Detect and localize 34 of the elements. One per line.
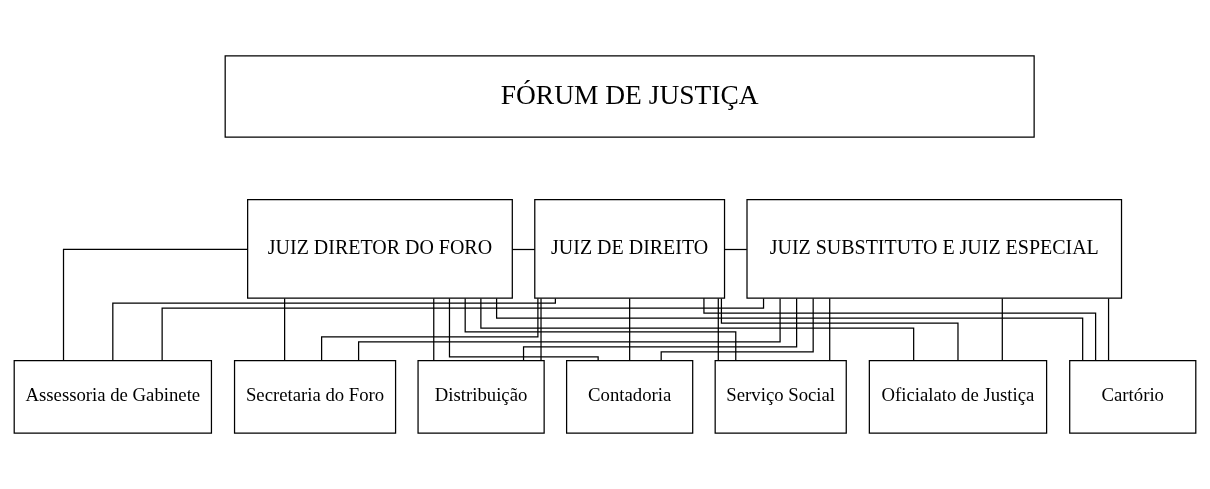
connector: [161, 297, 765, 361]
connector: [480, 298, 915, 362]
connector: [703, 297, 1097, 361]
connector: [511, 248, 536, 251]
connector: [358, 298, 781, 362]
connector: [1107, 297, 1110, 362]
node-box: JUIZ DE DIREITO: [534, 198, 726, 299]
connector: [1001, 297, 1003, 362]
node-box: Serviço Social: [714, 359, 847, 434]
connector: [522, 297, 798, 362]
connector: [540, 297, 542, 362]
node-box: FÓRUM DE JUSTIÇA: [224, 55, 1035, 138]
connector: [433, 297, 435, 362]
connector: [495, 297, 1084, 361]
connector: [829, 297, 831, 362]
connector: [629, 297, 631, 362]
node-box: Oficialato de Justiça: [868, 359, 1048, 434]
connector: [284, 297, 286, 362]
node-box: Cartório: [1069, 359, 1197, 434]
node-box: Contadoria: [566, 359, 694, 434]
node-box: Distribuição: [417, 359, 545, 434]
node-box: JUIZ DIRETOR DO FORO: [247, 198, 513, 299]
node-box: Secretaria do Foro: [233, 359, 397, 434]
connector: [321, 297, 539, 362]
connector: [724, 248, 748, 251]
node-box: Assessoria de Gabinete: [13, 359, 213, 434]
connector: [720, 297, 959, 362]
connector: [62, 248, 249, 361]
connector: [112, 297, 556, 361]
connector: [660, 297, 814, 362]
node-box: JUIZ SUBSTITUTO E JUIZ ESPECIAL: [746, 198, 1123, 299]
connector: [717, 297, 719, 362]
connector: [464, 298, 737, 362]
connector: [448, 297, 599, 362]
